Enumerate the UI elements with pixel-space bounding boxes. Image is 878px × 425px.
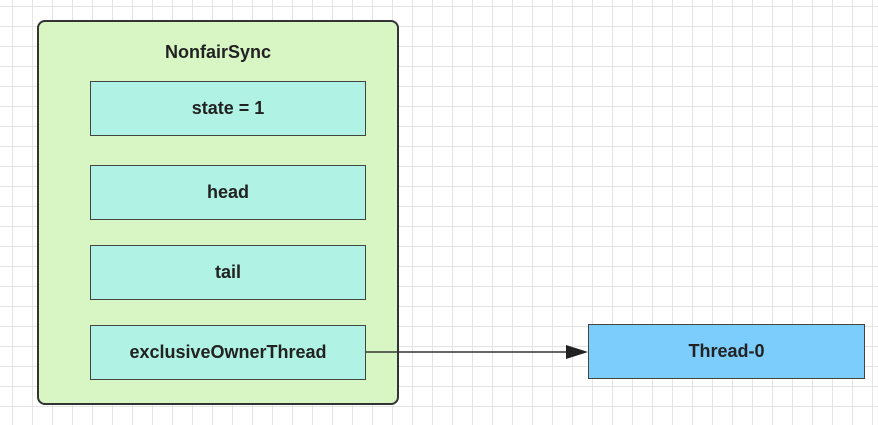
owner-arrow-head <box>566 345 588 359</box>
field-state: state = 1 <box>90 81 366 136</box>
nonfairsync-title: NonfairSync <box>164 42 272 62</box>
thread-0-label: Thread-0 <box>688 341 765 361</box>
field-head: head <box>90 165 366 220</box>
nonfairsync-container: NonfairSync state = 1 head tail exclusiv… <box>37 20 399 405</box>
thread-0-box: Thread-0 <box>588 324 865 379</box>
field-state-label: state = 1 <box>191 98 265 118</box>
field-tail: tail <box>90 245 366 300</box>
field-exclusive-owner-thread-label: exclusiveOwnerThread <box>129 342 327 362</box>
field-exclusive-owner-thread: exclusiveOwnerThread <box>90 325 366 380</box>
field-tail-label: tail <box>214 262 241 282</box>
field-head-label: head <box>206 182 249 202</box>
